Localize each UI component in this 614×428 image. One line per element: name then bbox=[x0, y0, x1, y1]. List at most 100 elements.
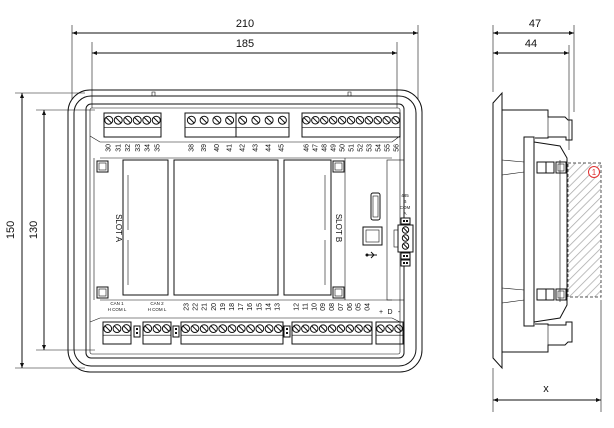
terminal-number: 54 bbox=[376, 144, 383, 152]
terminal-screw bbox=[376, 324, 385, 333]
terminal-number: 32 bbox=[125, 144, 132, 152]
terminal-number: 51 bbox=[349, 144, 356, 152]
dim-depth-extra: x bbox=[492, 300, 602, 412]
terminal-number: 43 bbox=[253, 144, 260, 152]
marker-label: 1 bbox=[592, 168, 597, 177]
terminal-screw bbox=[277, 115, 287, 125]
terminal-screw bbox=[320, 115, 329, 125]
rs485-title: 485 bbox=[401, 193, 409, 198]
terminal-screw bbox=[161, 324, 171, 334]
terminal-block-power bbox=[375, 321, 404, 345]
side-view: 47 44 x 1 bbox=[492, 18, 602, 412]
dim-44-label: 44 bbox=[525, 38, 537, 50]
terminal-block-38-41 bbox=[184, 112, 237, 138]
terminal-screw bbox=[337, 115, 347, 125]
mounting-squares bbox=[96, 160, 345, 299]
slot-a-label: SLOT A bbox=[114, 214, 123, 243]
terminal-number: 40 bbox=[214, 144, 221, 152]
terminal-screw bbox=[121, 324, 131, 334]
can1-title: CAN 1 bbox=[110, 301, 124, 306]
terminal-number: 41 bbox=[227, 144, 234, 152]
terminal-screw bbox=[382, 115, 391, 125]
terminal-number: 44 bbox=[266, 144, 273, 152]
terminal-number: 55 bbox=[385, 144, 392, 152]
marker-callout: 1 bbox=[588, 166, 600, 178]
terminal-screw bbox=[227, 324, 237, 333]
terminal-screw bbox=[302, 115, 311, 125]
terminal-screw bbox=[123, 115, 133, 125]
terminal-screw bbox=[151, 115, 161, 125]
terminal-screw bbox=[311, 115, 320, 125]
terminal-number: 39 bbox=[201, 144, 208, 152]
terminal-screw bbox=[238, 115, 248, 125]
center-display-area bbox=[173, 159, 279, 296]
terminal-number: 15 bbox=[256, 303, 263, 311]
terminal-screw bbox=[363, 324, 372, 333]
terminal-screw bbox=[336, 324, 346, 333]
terminal-number: 16 bbox=[247, 303, 254, 311]
usb-b-port bbox=[362, 226, 383, 246]
terminal-screw bbox=[318, 324, 328, 333]
can1-pins: H COM L bbox=[108, 307, 127, 312]
terminal-screw bbox=[246, 324, 255, 333]
terminal-block-can1 bbox=[102, 321, 132, 345]
jumper bbox=[133, 325, 141, 338]
terminal-number: 53 bbox=[367, 144, 374, 152]
terminal-screw bbox=[354, 324, 363, 333]
rs485-a-label: A bbox=[403, 211, 406, 216]
terminal-number: 30 bbox=[106, 144, 113, 152]
terminal-screw bbox=[104, 115, 114, 125]
terminal-block-23-13 bbox=[180, 321, 284, 345]
dim-cutout-width: 185 bbox=[91, 38, 398, 108]
terminal-number: 35 bbox=[155, 144, 162, 152]
terminal-number: 17 bbox=[238, 303, 245, 311]
terminal-screw bbox=[186, 115, 196, 125]
side-module-plate bbox=[523, 136, 535, 327]
jumper bbox=[283, 325, 291, 338]
bezel-outer bbox=[67, 89, 423, 373]
slot-b bbox=[283, 159, 332, 296]
power-terminal-label: + bbox=[379, 309, 383, 316]
terminal-number: 50 bbox=[340, 144, 347, 152]
terminal-screw bbox=[236, 324, 246, 333]
terminal-number: 52 bbox=[358, 144, 365, 152]
dim-depth-body: 44 bbox=[493, 38, 570, 150]
terminal-screw bbox=[181, 324, 191, 333]
terminal-screw bbox=[309, 324, 319, 333]
terminal-screw bbox=[112, 324, 122, 334]
terminal-number: 10 bbox=[311, 303, 318, 311]
terminal-number: 08 bbox=[329, 303, 336, 311]
terminal-screw bbox=[212, 115, 222, 125]
terminal-block-30-35 bbox=[103, 112, 162, 138]
terminal-screw bbox=[401, 234, 410, 242]
front-view: SLOT A SLOT B 485 B COM A bbox=[67, 89, 423, 373]
terminal-screw bbox=[264, 115, 274, 125]
side-connectors bbox=[536, 161, 567, 301]
terminal-number: 22 bbox=[193, 303, 200, 311]
terminal-number: 47 bbox=[313, 144, 320, 152]
terminal-number: 33 bbox=[135, 144, 142, 152]
terminal-screw bbox=[255, 324, 265, 333]
terminal-screw bbox=[225, 115, 235, 125]
terminal-block-12-04 bbox=[291, 321, 373, 345]
terminal-screw bbox=[391, 115, 400, 125]
terminal-number: 06 bbox=[347, 303, 354, 311]
terminal-number: 38 bbox=[189, 144, 196, 152]
dim-overall-width: 210 bbox=[71, 18, 419, 100]
terminal-number: 45 bbox=[279, 144, 286, 152]
terminal-number: 12 bbox=[294, 303, 301, 311]
terminal-screw bbox=[152, 324, 162, 334]
terminal-number: 46 bbox=[304, 144, 311, 152]
terminal-number: 56 bbox=[394, 144, 401, 152]
can2-pins: H COM L bbox=[148, 307, 167, 312]
terminal-screw bbox=[394, 324, 403, 333]
terminal-screw bbox=[401, 226, 410, 234]
terminal-screw bbox=[346, 115, 356, 125]
terminal-screw bbox=[199, 115, 209, 125]
terminal-number: 11 bbox=[302, 303, 309, 310]
side-bezel bbox=[492, 91, 503, 370]
slot-a bbox=[122, 159, 169, 296]
terminal-screw bbox=[143, 324, 153, 334]
jumper bbox=[172, 325, 180, 338]
